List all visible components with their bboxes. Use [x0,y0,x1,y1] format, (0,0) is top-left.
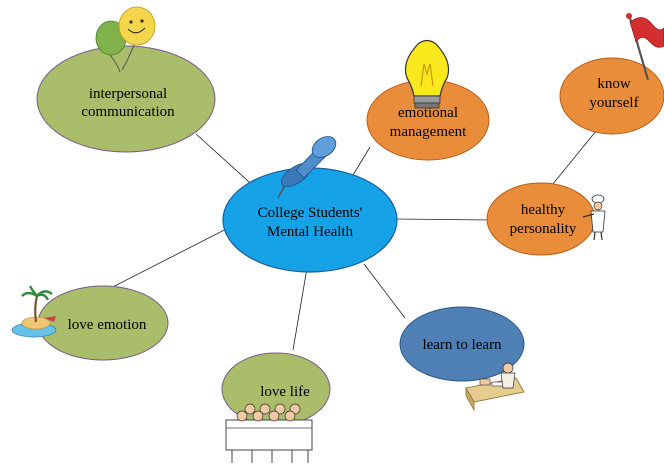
node-healthy-line2: personality [510,221,577,237]
connector-love-life [292,267,308,351]
node-center: College Students' Mental Health [222,167,398,273]
center-line2: Mental Health [267,224,354,240]
node-love-emotion-label: love emotion [68,317,147,333]
balloon-icon [95,6,156,73]
island-icon [11,285,57,338]
center-line1: College Students' [258,205,363,221]
node-interpersonal-communication: interpersonal communication [36,45,216,153]
audience-icon [225,403,313,463]
connector-learn [363,263,406,319]
node-know-yourself-line2: yourself [589,95,638,111]
chef-icon [582,194,606,241]
node-interpersonal-ellipse [36,45,216,153]
node-learn-to-learn: learn to learn [399,306,525,382]
node-love-life-label: love life [260,384,310,400]
node-interpersonal-line2: communication [81,104,175,120]
connector-love-emotion [94,221,241,297]
node-know-yourself: know yourself [559,57,664,135]
node-healthy-personality: healthy personality [486,182,596,256]
node-emotional-line2: management [390,124,467,140]
node-healthy-line1: healthy [521,202,566,218]
node-learn-ellipse [399,306,525,382]
node-healthy-ellipse [486,182,596,256]
node-know-yourself-line1: know [597,76,631,92]
connector-healthy [396,218,491,221]
student-desk-icon [465,362,525,412]
node-interpersonal-line1: interpersonal [89,86,167,102]
node-emotional-line1: emotional [398,105,458,121]
flag-icon [626,13,664,81]
node-learn-label: learn to learn [422,337,502,353]
connector-interpersonal [195,133,259,191]
connector-know-yourself [547,124,602,191]
node-emotional-management: emotional management [366,79,490,161]
pushpin-icon [277,136,337,199]
connectors [94,124,602,351]
node-know-yourself-ellipse [559,57,664,135]
lightbulb-icon [404,39,450,109]
node-love-emotion: love emotion [37,285,169,361]
